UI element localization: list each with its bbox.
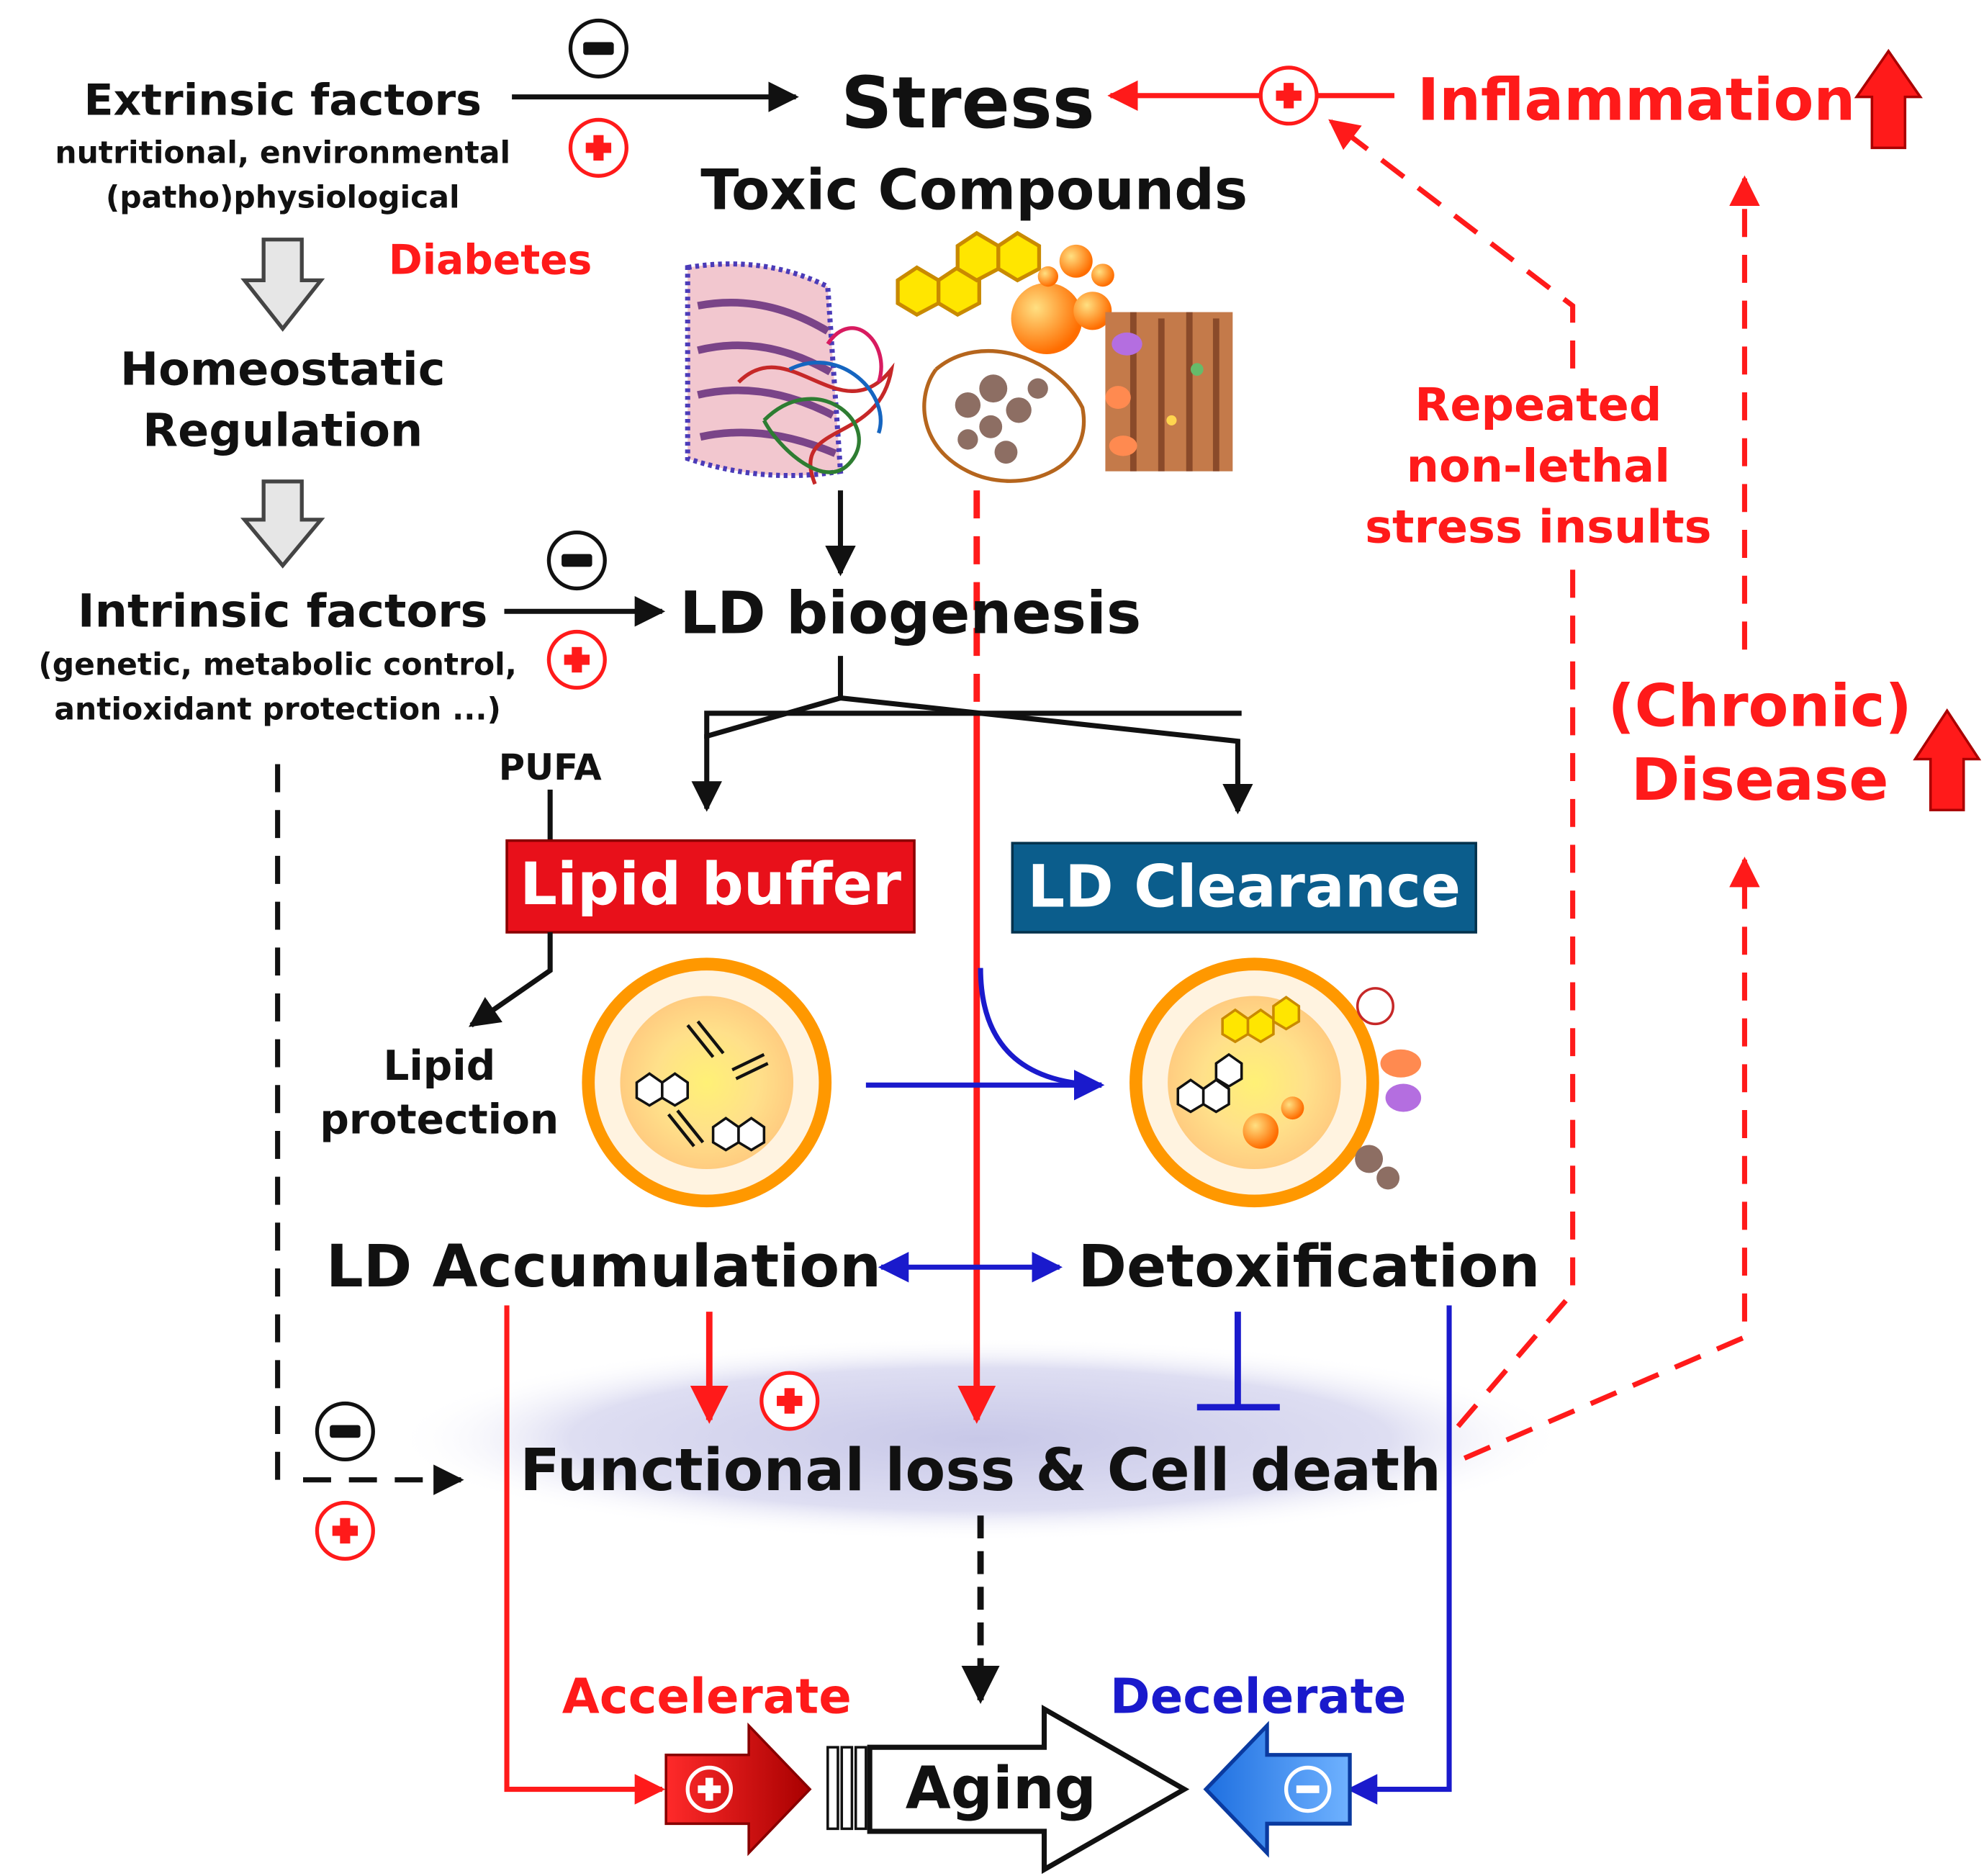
extrinsic-line2: (patho)physiological — [106, 181, 460, 216]
homeostatic-line2: Regulation — [143, 404, 423, 457]
lipid-protection-line1: Lipid — [383, 1042, 495, 1090]
ld-accumulation-label: LD Accumulation — [326, 1232, 881, 1301]
accumulation-to-aging-line — [504, 1305, 666, 1805]
stress-label: Stress — [841, 62, 1095, 145]
accelerate-arrow-icon — [664, 1722, 812, 1857]
repeated-line2: non-lethal — [1407, 440, 1670, 493]
orange-droplet-icon — [1059, 244, 1093, 278]
orange-droplet-icon — [1073, 292, 1112, 330]
decelerate-label: Decelerate — [1110, 1668, 1407, 1724]
plus-icon — [315, 1500, 375, 1561]
minus-icon — [315, 1401, 375, 1462]
biogenesis-to-clearance-arrow — [840, 695, 1253, 815]
lipid-protection-line2: protection — [320, 1096, 559, 1144]
biogenesis-to-buffer-arrow — [691, 695, 842, 812]
plus-icon — [546, 629, 607, 690]
protein-aggregate-icon — [737, 326, 895, 485]
accelerate-label: Accelerate — [562, 1668, 852, 1724]
up-arrow-icon — [1913, 708, 1982, 811]
down-arrow-icon — [240, 238, 325, 332]
extrinsic-title: Extrinsic factors — [84, 75, 482, 125]
pufa-label: PUFA — [499, 747, 603, 788]
intrinsic-line2: antioxidant protection ...) — [54, 693, 500, 728]
plus-icon — [568, 117, 628, 178]
ld-biogenesis-label: LD biogenesis — [680, 579, 1141, 647]
toxic-compounds-label: Toxic Compounds — [700, 158, 1248, 222]
orange-droplet-icon — [1037, 266, 1058, 287]
celldeath-to-inflammation-dashed — [1328, 119, 1576, 1428]
orange-droplet-icon — [1011, 282, 1083, 354]
detox-inhibit-line — [1196, 1312, 1280, 1411]
hexagon-molecule-icon — [896, 230, 1042, 317]
inflammation-label: Inflammation — [1417, 66, 1855, 134]
minus-icon — [546, 530, 607, 591]
lipid-droplet-icon — [582, 957, 832, 1208]
down-arrow-icon — [240, 479, 325, 569]
plus-icon — [759, 1371, 820, 1431]
chronic-line2: Disease — [1631, 746, 1889, 814]
repeated-line1: Repeated — [1415, 379, 1661, 432]
homeostatic-line1: Homeostatic — [120, 343, 446, 396]
lipid-droplet-icon — [1129, 957, 1422, 1208]
intrinsic-title: Intrinsic factors — [78, 585, 488, 638]
up-arrow-icon — [1854, 48, 1923, 150]
decelerate-arrow-icon — [1203, 1721, 1352, 1858]
brown-aggregate-icon — [922, 349, 1086, 483]
cell-membrane-icon — [1105, 312, 1233, 472]
aging-arrow-icon — [826, 1704, 1190, 1875]
lipid-buffer-box — [505, 839, 916, 934]
orange-droplet-icon — [1091, 263, 1114, 287]
diabetes-label: Diabetes — [389, 237, 592, 284]
celldeath-to-disease-dashed — [1463, 856, 1760, 1461]
buffer-to-protection-arrow — [469, 932, 553, 1028]
aging-label: Aging — [906, 1754, 1096, 1823]
ld-clearance-box — [1011, 842, 1477, 934]
extrinsic-line1: nutritional, environmental — [55, 136, 510, 171]
ld-clearance-label: LD Clearance — [1027, 853, 1461, 921]
detox-to-aging-line — [1346, 1305, 1452, 1805]
detoxification-label: Detoxification — [1078, 1232, 1541, 1301]
lipid-buffer-label: Lipid buffer — [520, 850, 901, 919]
chronic-line1: (Chronic) — [1608, 672, 1912, 740]
functional-loss-label: Functional loss & Cell death — [520, 1436, 1441, 1505]
minus-icon — [568, 18, 628, 78]
repeated-line3: stress insults — [1365, 501, 1711, 554]
intrinsic-line1: (genetic, metabolic control, — [38, 648, 516, 683]
cell-death-oval — [394, 1337, 1566, 1541]
toxic-compounds-illustration — [685, 230, 1233, 485]
toxic-curve-to-clearance — [978, 968, 1102, 1088]
plus-icon — [1258, 66, 1319, 126]
